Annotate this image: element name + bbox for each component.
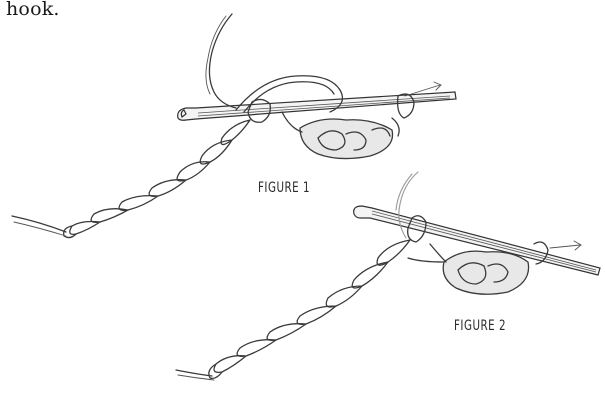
figure-1-label: FIGURE 1	[258, 180, 310, 196]
chain-1	[12, 120, 250, 238]
figure-2-drawing	[176, 172, 600, 380]
figure-2-label: FIGURE 2	[454, 318, 506, 334]
figure-1-drawing	[12, 14, 456, 238]
chain-2	[176, 240, 410, 380]
